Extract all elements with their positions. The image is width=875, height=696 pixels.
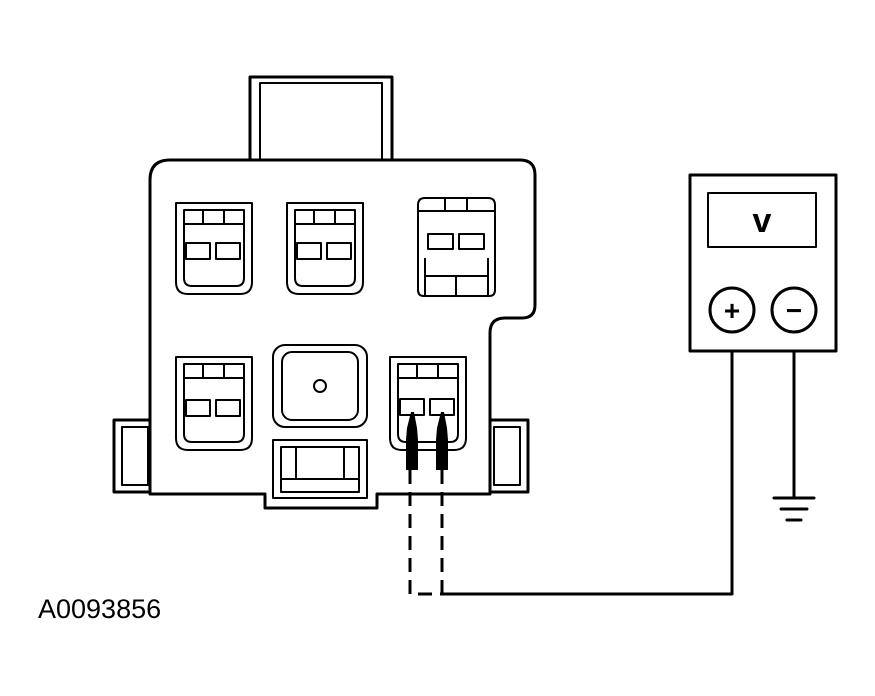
lead-dashed-left <box>408 470 442 596</box>
positive-terminal <box>708 286 756 334</box>
connector <box>112 75 537 510</box>
positive-terminal-label: + <box>724 295 740 326</box>
bottom-cavity <box>272 439 368 499</box>
lead-to-positive <box>440 330 734 596</box>
probe-left <box>406 412 418 470</box>
cavity-5-probed <box>389 356 467 451</box>
negative-terminal-label: − <box>786 295 802 326</box>
right-latch <box>486 418 530 494</box>
cavity-4 <box>175 356 253 451</box>
negative-terminal <box>770 286 818 334</box>
probe-right <box>436 412 448 470</box>
connector-top-tab <box>248 75 394 165</box>
voltmeter: v + − <box>688 173 838 353</box>
cavity-2 <box>286 202 364 295</box>
test-probes <box>406 412 448 470</box>
voltmeter-display <box>707 192 817 248</box>
cavity-3 <box>417 197 496 297</box>
ground-icon <box>772 496 816 522</box>
center-cavity <box>272 344 368 428</box>
test-leads <box>408 330 796 596</box>
cavity-1 <box>175 202 253 295</box>
left-latch <box>112 418 156 494</box>
figure-id: A0093856 <box>38 594 162 624</box>
connector-housing <box>148 158 537 510</box>
voltmeter-display-symbol: v <box>753 202 772 240</box>
